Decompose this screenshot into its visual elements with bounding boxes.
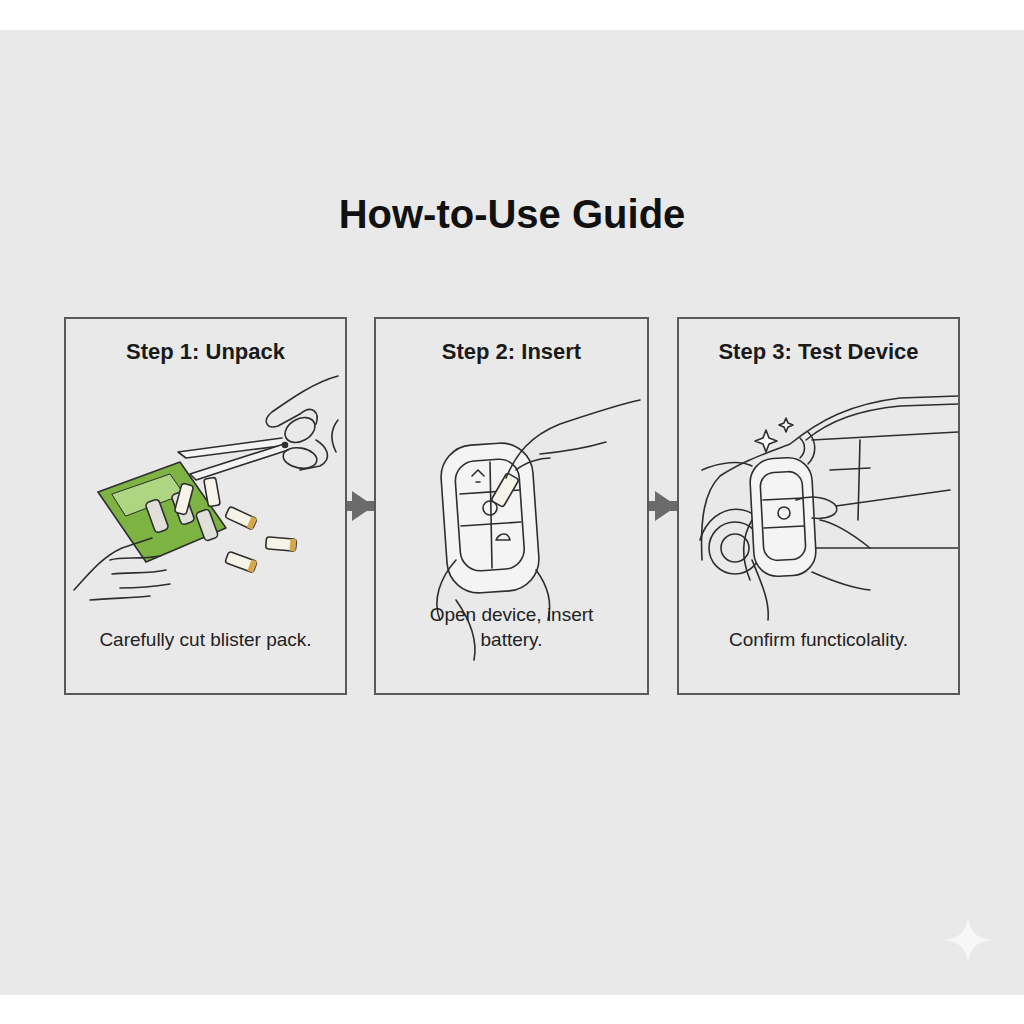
step-caption: Confirm functicolality.: [729, 627, 908, 653]
flow-arrow: [649, 501, 677, 511]
car: [700, 396, 958, 574]
hand: [744, 490, 951, 620]
battery: [491, 473, 519, 508]
title: How-to-Use Guide: [0, 192, 1024, 237]
blister-pack: [98, 462, 226, 562]
step-heading: Step 2: Insert: [442, 339, 581, 365]
key-fob: [749, 456, 817, 577]
step-caption: Carefully cut blister pack.: [99, 627, 311, 653]
step-caption: Open device, insert battery.: [427, 602, 597, 653]
step-heading: Step 1: Unpack: [126, 339, 285, 365]
battery: [174, 477, 296, 573]
step-box: Step 1: UnpackCarefully cut blister pack…: [64, 317, 347, 695]
flow-arrow: [347, 501, 374, 511]
step-box: Step 2: InsertOpen device, insert batter…: [374, 317, 649, 695]
step-heading: Step 3: Test Device: [718, 339, 918, 365]
hand: [74, 538, 170, 600]
watermark-sparkle: [944, 916, 992, 964]
scissors: [178, 412, 319, 480]
hand: [266, 376, 338, 470]
step-box: Step 3: Test DeviceConfirm functicolalit…: [677, 317, 960, 695]
